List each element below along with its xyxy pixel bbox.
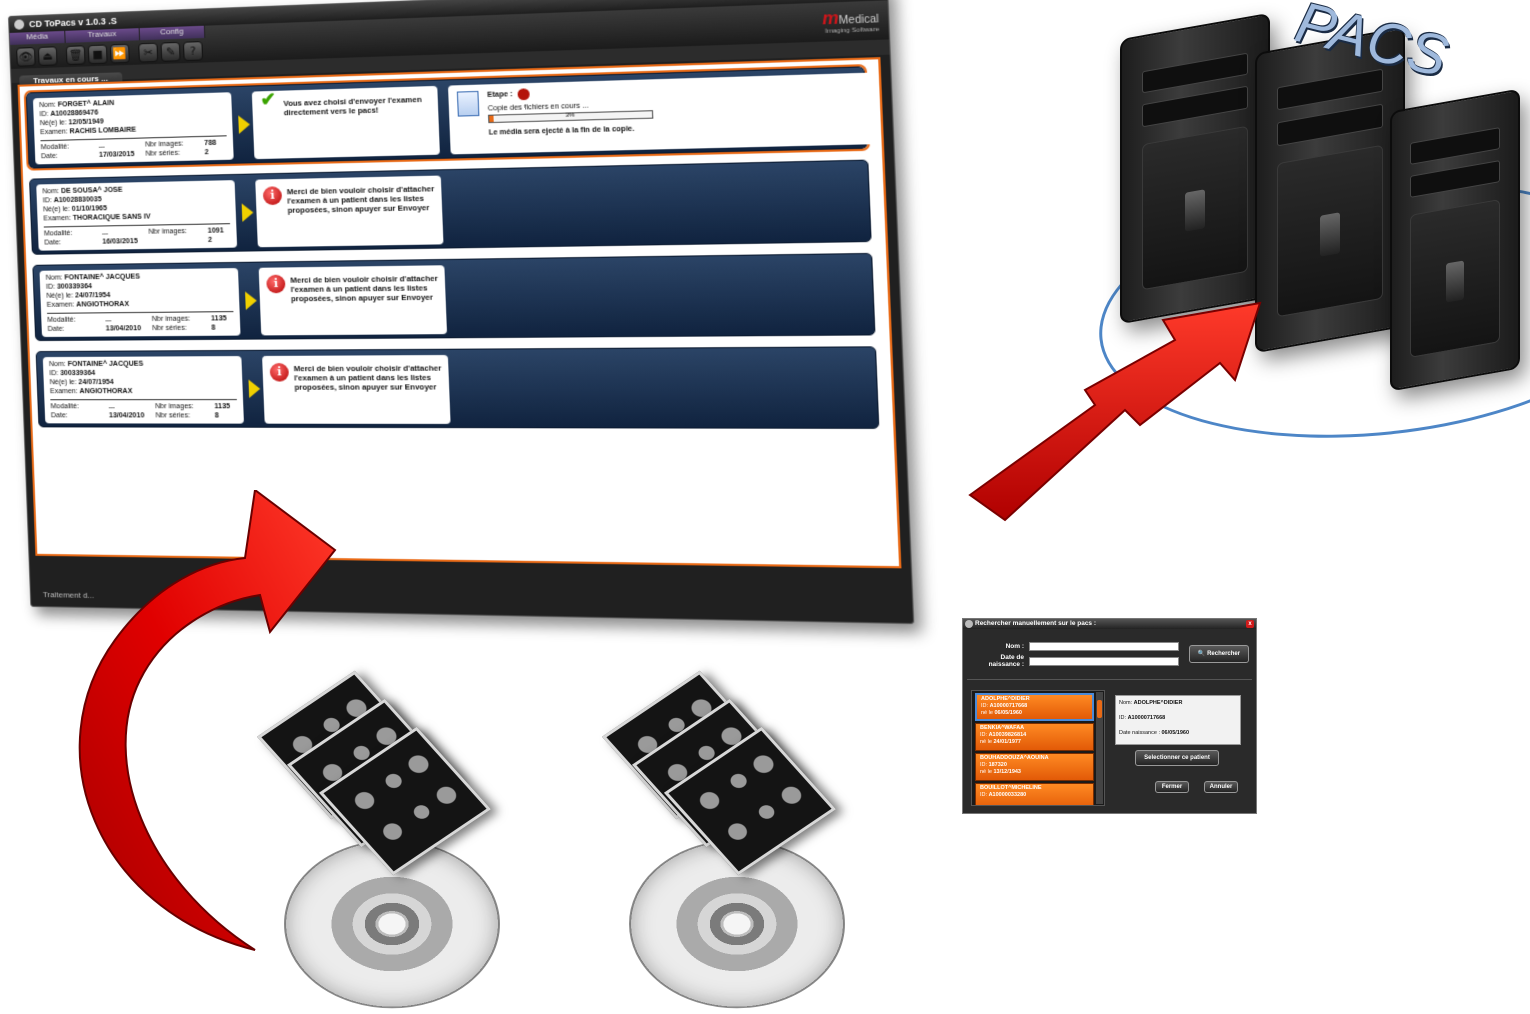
info-icon: i bbox=[266, 274, 286, 294]
status-message: i Merci de bien vouloir choisir d'attach… bbox=[258, 265, 448, 336]
results-list: ADOLPHE^DIDIER ID: A10000717668 né le 06… bbox=[971, 690, 1105, 806]
results-scrollbar[interactable] bbox=[1096, 692, 1103, 804]
app-icon bbox=[14, 19, 25, 30]
cd-media bbox=[256, 666, 522, 1009]
status-message: i Merci de bien vouloir choisir d'attach… bbox=[255, 175, 444, 248]
list-item[interactable]: ADOLPHE^DIDIER ID: A10000717668 né le 06… bbox=[975, 693, 1094, 721]
upload-arrow bbox=[968, 301, 1262, 522]
document-icon bbox=[456, 90, 480, 117]
app-icon bbox=[965, 620, 973, 628]
arrow-right-icon bbox=[245, 291, 258, 310]
search-dialog: Rechercher manuellement sur le pacs : x … bbox=[962, 618, 1257, 814]
arrow-right-icon bbox=[238, 115, 251, 134]
server-tower bbox=[1390, 88, 1520, 392]
list-item[interactable]: BOUILLOT^MICHELINE ID: A10000033280 bbox=[975, 783, 1094, 805]
job-row[interactable]: Nom: FONTAINE^ JACQUES ID: 300339364 Né(… bbox=[35, 346, 880, 429]
name-field-row: Nom : bbox=[971, 642, 1179, 651]
eject-icon[interactable]: ⏏ bbox=[37, 46, 58, 67]
patient-detail: Nom: ADOLPHE^DIDIER ID: A10000717668 Dat… bbox=[1115, 695, 1241, 745]
cancel-button[interactable]: Annuler bbox=[1204, 781, 1238, 793]
brand-logo: mMedical Imaging Software bbox=[821, 9, 880, 36]
name-input[interactable] bbox=[1029, 642, 1179, 651]
stop-icon[interactable]: ■ bbox=[87, 44, 108, 65]
menu-tab-media[interactable]: Média bbox=[9, 30, 66, 45]
patient-card: Nom: FONTAINE^ JACQUES ID: 300339364 Né(… bbox=[42, 356, 244, 424]
pencil-icon[interactable]: ✎ bbox=[160, 41, 181, 62]
job-row[interactable]: Nom: DE SOUSA^ JOSE ID: A10028830035 Né(… bbox=[29, 159, 872, 255]
patient-card: Nom: DE SOUSA^ JOSE ID: A10028830035 Né(… bbox=[36, 180, 238, 251]
dob-field-row: Date de naissance : bbox=[971, 654, 1179, 668]
window-title: CD ToPacs v 1.0.3 .S bbox=[28, 15, 118, 30]
close-button[interactable]: Fermer bbox=[1155, 781, 1189, 793]
forward-icon[interactable]: ⏩ bbox=[109, 43, 130, 64]
search-button[interactable]: 🔍 Rechercher bbox=[1189, 645, 1249, 663]
status-message: i Merci de bien vouloir choisir d'attach… bbox=[262, 355, 451, 424]
info-icon: i bbox=[262, 186, 283, 206]
cd-media bbox=[601, 666, 867, 1009]
status-message: ✔ Vous avez choisi d'envoyer l'examen di… bbox=[251, 85, 440, 160]
eye-icon[interactable]: 👁 bbox=[16, 47, 36, 67]
dialog-title-bar: Rechercher manuellement sur le pacs : x bbox=[963, 619, 1256, 629]
list-item[interactable]: BOUHADDOUZA^AOUINA ID: 187320 né le 13/1… bbox=[975, 753, 1094, 781]
tools-icon[interactable]: ✂ bbox=[138, 42, 159, 63]
patient-card: Nom: FONTAINE^ JACQUES ID: 300339364 Né(… bbox=[39, 268, 241, 337]
arrow-right-icon bbox=[241, 203, 254, 222]
patient-card: Nom: FORGET^ ALAIN ID: A10028869476 Né(e… bbox=[32, 92, 234, 165]
help-icon[interactable]: ? bbox=[182, 41, 204, 62]
search-icon: 🔍 bbox=[1197, 651, 1206, 657]
arrow-right-icon bbox=[248, 379, 261, 399]
job-row[interactable]: Nom: FORGET^ ALAIN ID: A10028869476 Né(e… bbox=[23, 63, 876, 172]
copy-progress-bar: 3% bbox=[488, 110, 654, 124]
step-indicator bbox=[517, 88, 531, 101]
import-arrow bbox=[78, 490, 337, 951]
info-icon: i bbox=[269, 363, 290, 382]
menu-tab-config[interactable]: Config bbox=[139, 25, 206, 41]
select-patient-button[interactable]: Selectionner ce patient bbox=[1135, 750, 1219, 766]
trash-icon[interactable]: 🗑 bbox=[65, 45, 86, 66]
progress-panel: Etape : Copie des fichiers en cours ... … bbox=[447, 72, 876, 155]
dob-input[interactable] bbox=[1029, 656, 1179, 666]
cd-disc bbox=[284, 839, 500, 1009]
job-row[interactable]: Nom: FONTAINE^ JACQUES ID: 300339364 Né(… bbox=[32, 252, 876, 342]
server-tower bbox=[1120, 12, 1270, 325]
list-item[interactable]: BENKIA^WAFAA ID: A10039826814 né le 24/0… bbox=[975, 723, 1094, 751]
check-icon: ✔ bbox=[259, 88, 277, 110]
close-icon[interactable]: x bbox=[1246, 620, 1254, 628]
